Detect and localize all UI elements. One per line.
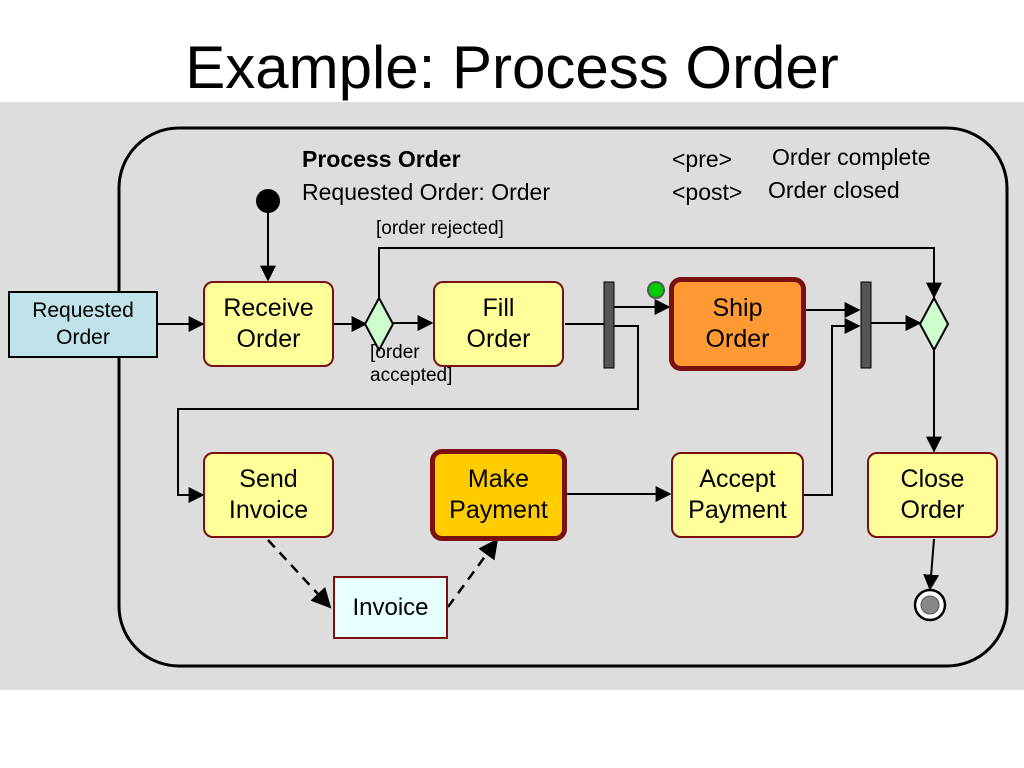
join-bar bbox=[860, 281, 872, 369]
flow-close-to-final bbox=[923, 538, 940, 591]
make-payment-line1: Make bbox=[467, 464, 530, 493]
flow-send-to-invoice bbox=[267, 539, 332, 609]
action-ship-order[interactable]: Ship Order bbox=[669, 277, 806, 371]
close-order-line2: Order bbox=[900, 496, 965, 524]
requested-order-line1: Requested bbox=[32, 299, 134, 323]
guard-order-rejected: [order rejected] bbox=[376, 218, 504, 239]
send-invoice-line1: Send bbox=[239, 464, 298, 493]
slide-title: Example: Process Order bbox=[185, 34, 839, 101]
action-fill-order[interactable]: Fill Order bbox=[433, 281, 564, 367]
activity-frame bbox=[117, 126, 1009, 668]
diagram-panel bbox=[0, 102, 1024, 690]
merge-node bbox=[918, 295, 950, 353]
pre-condition: Order complete bbox=[772, 144, 931, 170]
pre-keyword: <pre> bbox=[672, 146, 733, 172]
decision-node bbox=[363, 295, 395, 353]
fill-order-line1: Fill bbox=[482, 293, 515, 322]
final-node-core bbox=[920, 595, 940, 615]
post-keyword: <post> bbox=[672, 179, 743, 205]
make-payment-line2: Payment bbox=[449, 496, 548, 524]
token-green bbox=[647, 281, 665, 299]
invoice-object[interactable]: Invoice bbox=[333, 576, 448, 639]
receive-order-line2: Order bbox=[236, 325, 301, 353]
flow-order-rejected bbox=[378, 247, 942, 302]
control-flows bbox=[157, 213, 942, 591]
requested-order-object[interactable]: Requested Order bbox=[8, 291, 158, 358]
action-send-invoice[interactable]: Send Invoice bbox=[203, 452, 334, 538]
initial-node bbox=[256, 189, 280, 213]
send-invoice-line2: Invoice bbox=[228, 496, 309, 524]
fill-order-line2: Order bbox=[466, 325, 531, 353]
action-accept-payment[interactable]: Accept Payment bbox=[671, 452, 804, 538]
flow-fork-to-send bbox=[177, 325, 639, 503]
post-condition: Order closed bbox=[768, 177, 900, 203]
accept-payment-line1: Accept bbox=[699, 464, 776, 493]
guard-order-accepted: [order accepted] bbox=[370, 342, 452, 388]
action-receive-order[interactable]: Receive Order bbox=[203, 281, 334, 367]
action-make-payment[interactable]: Make Payment bbox=[430, 449, 567, 541]
ship-order-line1: Ship bbox=[712, 293, 763, 322]
guard-accepted-line2: accepted] bbox=[370, 364, 453, 386]
invoice-label: Invoice bbox=[352, 593, 429, 621]
action-close-order[interactable]: Close Order bbox=[867, 452, 998, 538]
object-flows bbox=[267, 538, 499, 609]
flow-accept-to-join bbox=[804, 318, 861, 496]
requested-order-line2: Order bbox=[56, 325, 110, 349]
activity-parameter: Requested Order: Order bbox=[302, 179, 551, 205]
accept-payment-line2: Payment bbox=[688, 496, 787, 524]
guard-accepted-line1: [order bbox=[370, 342, 420, 363]
fork-bar bbox=[603, 281, 615, 369]
close-order-line1: Close bbox=[900, 464, 965, 493]
flow-invoice-to-make bbox=[446, 538, 499, 608]
receive-order-line1: Receive bbox=[223, 293, 314, 322]
ship-order-line2: Order bbox=[705, 325, 770, 353]
activity-name: Process Order bbox=[302, 146, 461, 172]
